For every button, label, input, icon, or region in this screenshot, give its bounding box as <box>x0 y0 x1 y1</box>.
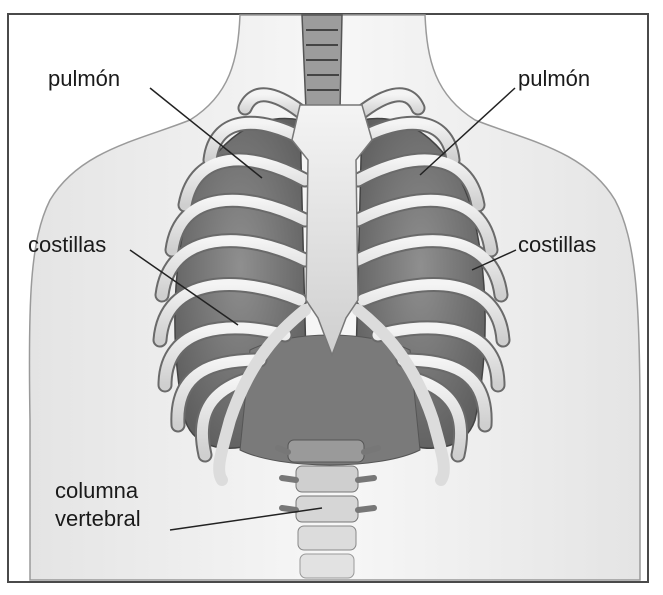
label-spine-line1: columna <box>55 478 138 504</box>
label-ribs-right: costillas <box>518 232 596 258</box>
label-lung-left: pulmón <box>48 66 120 92</box>
label-spine-line2: vertebral <box>55 506 141 532</box>
label-ribs-left: costillas <box>28 232 106 258</box>
label-lung-right: pulmón <box>518 66 590 92</box>
